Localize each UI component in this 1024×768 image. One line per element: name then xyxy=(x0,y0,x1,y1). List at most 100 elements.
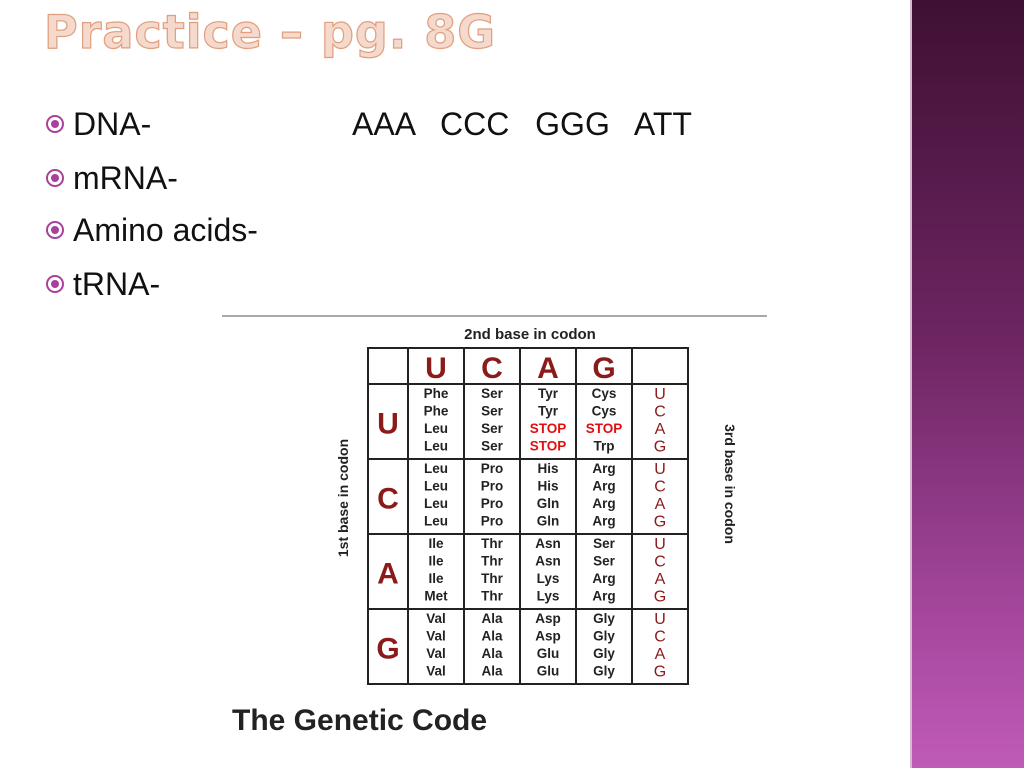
grid-border xyxy=(367,347,689,685)
amino-acid-label: Glu xyxy=(537,664,560,679)
bullet-label: Amino acids- xyxy=(73,211,258,248)
bullet-icon xyxy=(46,221,64,239)
stop-codon-label: STOP xyxy=(530,439,567,454)
amino-acid-label: Tyr xyxy=(538,404,559,419)
third-base-letter: C xyxy=(654,479,666,496)
third-base-letter: G xyxy=(654,589,666,606)
amino-acid-label: Cys xyxy=(592,404,617,419)
amino-acid-label: Val xyxy=(426,629,446,644)
first-base-letter: U xyxy=(377,408,399,441)
bullet-dna: DNA- xyxy=(46,100,151,148)
amino-acid-label: Lys xyxy=(537,571,560,586)
amino-acid-label: Phe xyxy=(424,404,449,419)
amino-acid-label: Ser xyxy=(481,386,504,401)
amino-acid-label: Ala xyxy=(481,664,503,679)
amino-acid-label: Pro xyxy=(481,479,504,494)
side-band-divider xyxy=(910,0,912,768)
second-base-letter: C xyxy=(481,352,503,385)
amino-acid-label: Lys xyxy=(537,589,560,604)
amino-acid-label: Asn xyxy=(535,554,561,569)
amino-acid-label: Ser xyxy=(481,439,504,454)
amino-acid-label: Gly xyxy=(593,629,615,644)
amino-acid-label: Leu xyxy=(424,514,448,529)
amino-acid-label: Leu xyxy=(424,421,448,436)
amino-acid-label: Ser xyxy=(481,421,504,436)
amino-acid-label: Arg xyxy=(592,514,615,529)
amino-acid-label: Arg xyxy=(592,496,615,511)
amino-acid-label: Asp xyxy=(535,611,561,626)
amino-acid-label: Ile xyxy=(428,571,444,586)
second-base-letter: U xyxy=(425,352,447,385)
stop-codon-label: STOP xyxy=(586,421,623,436)
third-base-letter: U xyxy=(654,386,666,403)
amino-acid-label: Ala xyxy=(481,646,503,661)
amino-acid-label: Asn xyxy=(535,536,561,551)
amino-acid-label: His xyxy=(537,479,558,494)
first-base-letter: G xyxy=(376,633,399,666)
third-base-label: 3rd base in codon xyxy=(722,424,738,544)
first-base-letter: A xyxy=(377,558,399,591)
amino-acid-label: Arg xyxy=(592,479,615,494)
amino-acid-label: Gln xyxy=(537,514,560,529)
amino-acid-label: Ser xyxy=(593,554,616,569)
amino-acid-label: Ala xyxy=(481,629,503,644)
amino-acid-label: His xyxy=(537,461,558,476)
amino-acid-label: Gly xyxy=(593,646,615,661)
first-base-label: 1st base in codon xyxy=(335,439,351,557)
decorative-side-band xyxy=(912,0,1024,768)
amino-acid-label: Ser xyxy=(593,536,616,551)
amino-acid-label: Asp xyxy=(535,629,561,644)
amino-acid-label: Met xyxy=(424,589,448,604)
bullet-icon xyxy=(46,115,64,133)
third-base-letter: A xyxy=(655,646,666,663)
third-base-letter: A xyxy=(655,496,666,513)
amino-acid-label: Thr xyxy=(481,589,503,604)
third-base-letter: G xyxy=(654,514,666,531)
amino-acid-label: Leu xyxy=(424,496,448,511)
amino-acid-label: Gly xyxy=(593,611,615,626)
third-base-letter: G xyxy=(654,439,666,456)
third-base-letter: G xyxy=(654,664,666,681)
amino-acid-label: Leu xyxy=(424,461,448,476)
amino-acid-label: Thr xyxy=(481,536,503,551)
third-base-letter: A xyxy=(655,571,666,588)
third-base-letter: C xyxy=(654,404,666,421)
amino-acid-label: Pro xyxy=(481,496,504,511)
genetic-code-figure: 2nd base in codon 1st base in codon 3rd … xyxy=(222,314,767,744)
bullet-label: tRNA- xyxy=(73,265,161,302)
second-base-letter: G xyxy=(592,352,615,385)
amino-acid-label: Thr xyxy=(481,571,503,586)
amino-acid-label: Val xyxy=(426,646,446,661)
amino-acid-label: Leu xyxy=(424,479,448,494)
amino-acid-label: Leu xyxy=(424,439,448,454)
bullet-icon xyxy=(46,169,64,187)
third-base-letter: C xyxy=(654,629,666,646)
amino-acid-label: Thr xyxy=(481,554,503,569)
third-base-letter: U xyxy=(654,536,666,553)
stop-codon-label: STOP xyxy=(530,421,567,436)
amino-acid-label: Ile xyxy=(428,536,444,551)
genetic-code-table: 2nd base in codon 1st base in codon 3rd … xyxy=(222,315,767,737)
first-base-letter: C xyxy=(377,483,399,516)
figure-caption: The Genetic Code xyxy=(232,704,487,737)
third-base-letter: U xyxy=(654,461,666,478)
amino-acid-label: Gln xyxy=(537,496,560,511)
amino-acid-label: Ser xyxy=(481,404,504,419)
second-base-letter: A xyxy=(537,352,559,385)
bullet-amino-acids: Amino acids- xyxy=(46,206,258,254)
bullet-label: DNA- xyxy=(73,105,152,142)
amino-acid-label: Arg xyxy=(592,461,615,476)
amino-acid-label: Pro xyxy=(481,514,504,529)
amino-acid-label: Arg xyxy=(592,589,615,604)
amino-acid-label: Arg xyxy=(592,571,615,586)
slide-title: Practice – pg. 8G xyxy=(43,4,497,59)
dna-sequence: AAA CCC GGG ATT xyxy=(352,106,692,142)
second-base-label: 2nd base in codon xyxy=(464,326,596,343)
amino-acid-label: Val xyxy=(426,664,446,679)
amino-acid-label: Trp xyxy=(593,439,614,454)
bullet-mrna: mRNA- xyxy=(46,154,178,202)
third-base-letter: U xyxy=(654,611,666,628)
amino-acid-label: Phe xyxy=(424,386,449,401)
